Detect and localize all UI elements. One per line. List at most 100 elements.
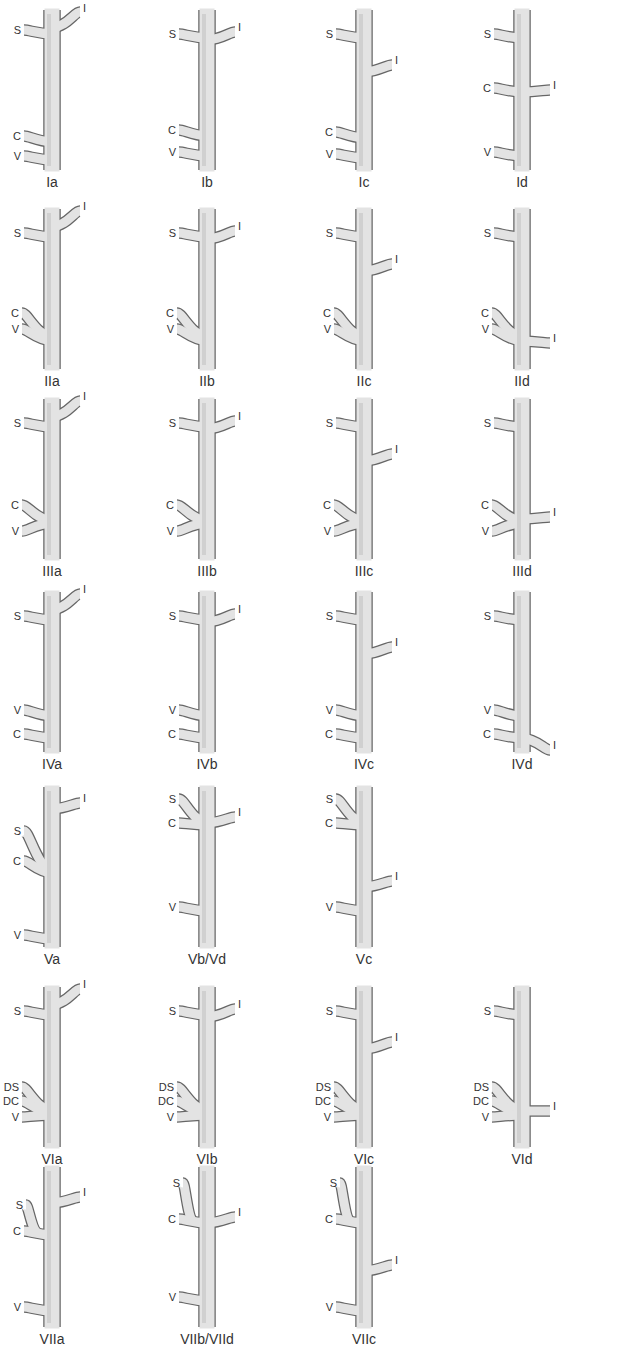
vessel-panel (336, 9, 392, 172)
branch-letter: I (83, 200, 86, 212)
branch-letter: V (12, 525, 19, 537)
branch-letter: V (167, 1111, 174, 1123)
panel-label: VId (511, 1152, 532, 1167)
branch-letter: I (238, 220, 241, 232)
branch-letter: V (484, 704, 491, 716)
branch-letter: C (166, 307, 174, 319)
panel-label: Ic (359, 175, 370, 190)
branch-letter: C (168, 728, 176, 740)
branch-letter: C (483, 82, 491, 94)
branch-letter: C (168, 1213, 176, 1225)
branch-letter: I (83, 583, 86, 595)
panel-label: Vb/Vd (188, 952, 226, 967)
branch-letter: V (484, 146, 491, 158)
panel-label: VIa (41, 1152, 62, 1167)
branch-letter: C (481, 499, 489, 511)
branch-letter: S (14, 417, 21, 429)
branch-letter: DS (4, 1081, 19, 1093)
branch-letter: V (167, 525, 174, 537)
branch-letter: I (83, 1186, 86, 1198)
panel-label: IIa (44, 374, 60, 389)
branch-letter: V (326, 704, 333, 716)
trunk-shading (202, 403, 206, 555)
branch-letter: I (238, 806, 241, 818)
branch-letter: I (553, 506, 556, 518)
vessel-panel (492, 208, 550, 371)
branch-letter: S (14, 24, 21, 36)
branch-letter: V (167, 323, 174, 335)
branch-letter: V (14, 150, 21, 162)
trunk-vessel (515, 986, 530, 1149)
vessel-panel (494, 591, 550, 754)
branch-letter: S (484, 227, 491, 239)
branch-letter: I (395, 443, 398, 455)
branch-letter: C (166, 499, 174, 511)
branch-letter: C (483, 728, 491, 740)
trunk-shading (359, 213, 363, 365)
branch-letter: S (326, 610, 333, 622)
trunk-vessel (45, 591, 60, 754)
trunk-shading (202, 791, 206, 943)
branch-letter: I (395, 870, 398, 882)
panel-label: Ib (201, 175, 213, 190)
trunk-shading (517, 14, 521, 166)
trunk-vessel (515, 9, 530, 172)
panel-label: Ia (46, 175, 58, 190)
trunk-vessel (357, 208, 372, 371)
vessel-panel (22, 208, 80, 371)
panel-label: IVd (511, 757, 532, 772)
branch-letter: V (324, 525, 331, 537)
branch-letter: DC (473, 1095, 489, 1107)
branch-letter: C (11, 499, 19, 511)
branch-letter: C (323, 499, 331, 511)
branch-letter: V (482, 525, 489, 537)
vessel-panel (492, 986, 550, 1149)
trunk-shading (47, 991, 51, 1143)
branch-letter: C (325, 817, 333, 829)
branch-letter: S (14, 825, 21, 837)
trunk-shading (517, 403, 521, 555)
branch-letter: I (83, 2, 86, 14)
trunk-shading (47, 791, 51, 943)
branch-letter: C (323, 307, 331, 319)
branch-letter: S (484, 417, 491, 429)
branch-letter: I (395, 1254, 398, 1266)
vessel-panel (22, 398, 80, 561)
panel-label: IIIa (42, 564, 61, 579)
vessel-panel (24, 1166, 80, 1329)
branch-letter: C (13, 1225, 21, 1237)
branch-letter: S (484, 28, 491, 40)
branch-letter: I (395, 1031, 398, 1043)
branch-letter: V (324, 323, 331, 335)
branch-letter: S (14, 1005, 21, 1017)
trunk-shading (359, 14, 363, 166)
branch-letter: C (481, 307, 489, 319)
trunk-shading (517, 213, 521, 365)
trunk-vessel (200, 786, 215, 949)
panel-label: VIIb/VIId (180, 1332, 234, 1347)
panel-label: Va (44, 952, 60, 967)
branch-letter: I (238, 410, 241, 422)
branch-letter: DC (3, 1095, 19, 1107)
panel-label: IIIc (355, 564, 374, 579)
panel-label: VIIa (40, 1332, 65, 1347)
branch-letter: S (169, 227, 176, 239)
vessel-panel (177, 398, 235, 561)
trunk-vessel (515, 398, 530, 561)
trunk-vessel (200, 1166, 215, 1329)
branch-letter: S (14, 610, 21, 622)
branch-letter: DC (158, 1095, 174, 1107)
trunk-shading (359, 1171, 363, 1323)
branch-letter: I (553, 332, 556, 344)
trunk-vessel (200, 398, 215, 561)
branch-letter: S (169, 417, 176, 429)
branch-letter: I (83, 390, 86, 402)
branch-letter: C (325, 126, 333, 138)
branch-letter: C (168, 124, 176, 136)
branch-letter: V (482, 323, 489, 335)
trunk-shading (202, 596, 206, 748)
trunk-shading (47, 213, 51, 365)
trunk-shading (202, 14, 206, 166)
